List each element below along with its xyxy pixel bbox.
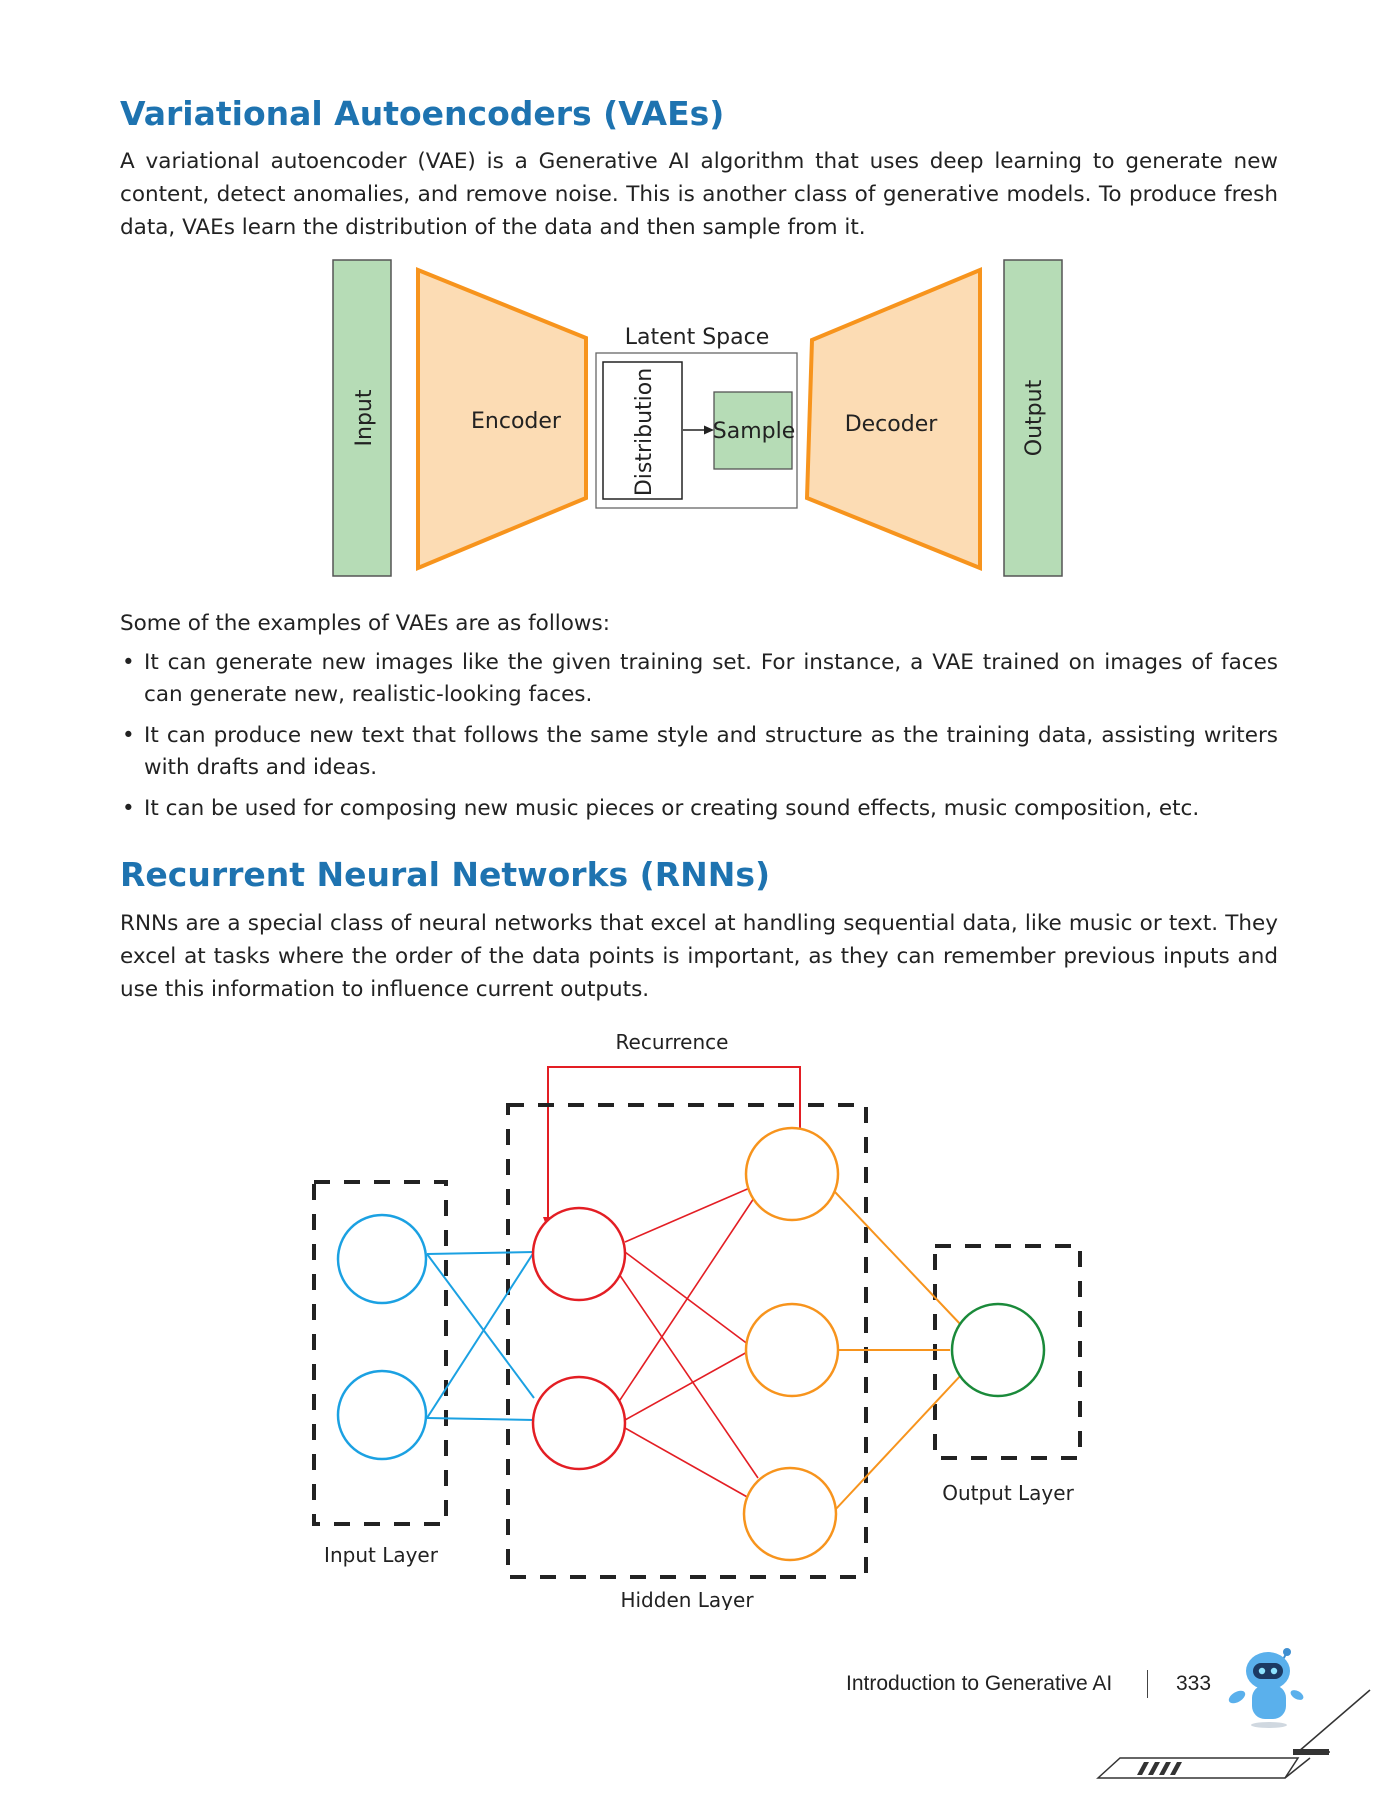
vae-sample-box — [713, 391, 793, 470]
rnn-output-layer-box — [933, 1244, 1082, 1460]
footer-decoration — [1096, 1689, 1371, 1779]
rnn-recurrence-loop — [547, 1066, 801, 1220]
list-item: • It can produce new text that follows th… — [120, 720, 1278, 784]
rnn-input-layer-box — [312, 1180, 448, 1526]
vae-heading: Variational Autoencoders (VAEs) — [120, 94, 725, 133]
rnn-paragraph: RNNs are a special class of neural netwo… — [120, 911, 1278, 1002]
vae-distribution-label: Distribution — [632, 368, 657, 496]
vae-examples-list: • It can generate new images like the giv… — [120, 647, 1278, 834]
rnn-diagram: Recurrence — [312, 1030, 1082, 1610]
bullet-dot: • — [122, 723, 135, 748]
rnn-input-node — [336, 1213, 428, 1305]
rnn-hidden-connections — [615, 1186, 759, 1499]
bullet-dot: • — [122, 650, 135, 675]
vae-arrow-head — [704, 425, 714, 435]
rnn-output-node — [950, 1302, 1046, 1398]
vae-encoder-block — [416, 267, 588, 571]
rnn-hidden-node — [744, 1302, 840, 1398]
vae-latent-space-label: Latent Space — [625, 325, 770, 350]
rnn-hidden-node — [531, 1375, 627, 1471]
list-item: • It can generate new images like the giv… — [120, 647, 1278, 711]
rnn-input-layer-label: Input Layer — [324, 1543, 439, 1567]
footer-title: Introduction to Generative AI — [846, 1672, 1113, 1695]
list-item-text: It can produce new text that follows the… — [144, 723, 1278, 780]
vae-input-label: Input — [352, 389, 377, 446]
footer-divider — [1147, 1670, 1148, 1698]
vae-sample-label: Sample — [713, 419, 796, 444]
page-number: 333 — [1176, 1672, 1212, 1695]
list-item-text: It can generate new images like the give… — [144, 650, 1278, 707]
rnn-input-node — [336, 1369, 428, 1461]
rnn-hidden-layer-box — [506, 1103, 868, 1579]
robot-mascot-icon — [1228, 1648, 1304, 1728]
rnn-hidden-node — [744, 1126, 840, 1222]
vae-decoder-block — [804, 267, 982, 571]
vae-examples-intro: Some of the examples of VAEs are as foll… — [120, 611, 610, 636]
vae-output-label: Output — [1022, 379, 1047, 456]
vae-diagram: Input Encoder Latent Space Distribution … — [332, 259, 1063, 577]
rnn-hidden-node — [742, 1466, 838, 1562]
rnn-hidden-node — [531, 1206, 627, 1302]
vae-output-block — [1003, 259, 1063, 577]
rnn-output-connections — [834, 1191, 963, 1511]
vae-paragraph: A variational autoencoder (VAE) is a Gen… — [120, 149, 1278, 240]
bullet-dot: • — [122, 796, 135, 821]
rnn-heading: Recurrent Neural Networks (RNNs) — [120, 855, 771, 894]
rnn-hidden-layer-label: Hidden Layer — [620, 1588, 754, 1610]
vae-decoder-label: Decoder — [845, 412, 939, 437]
vae-encoder-label: Encoder — [471, 409, 562, 434]
list-item-text: It can be used for composing new music p… — [144, 796, 1200, 821]
rnn-input-connections — [426, 1251, 535, 1421]
rnn-output-layer-label: Output Layer — [942, 1481, 1074, 1505]
vae-input-block — [332, 259, 392, 577]
rnn-recurrence-label: Recurrence — [616, 1030, 729, 1054]
vae-distribution-box — [602, 361, 683, 500]
list-item: • It can be used for composing new music … — [120, 793, 1278, 825]
